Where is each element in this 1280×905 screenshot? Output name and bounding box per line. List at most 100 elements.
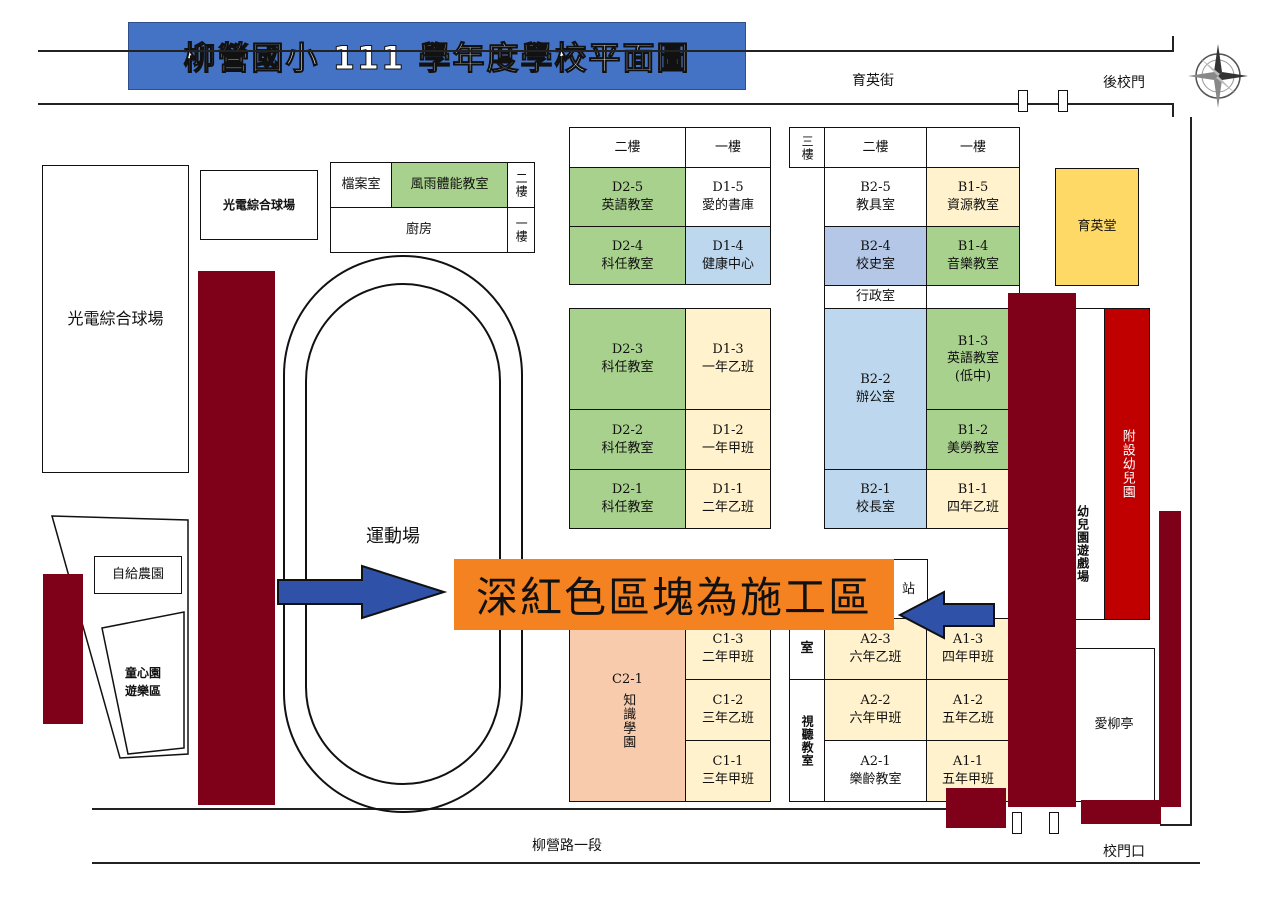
kitchen-label: 廚房 xyxy=(405,222,432,238)
room-name: 愛的書庫 xyxy=(701,198,754,213)
construction-zone-right-tall xyxy=(1008,293,1076,807)
room-code: B2-4 xyxy=(860,239,891,255)
b-wing-floor1-header: 一樓 xyxy=(926,127,1020,168)
room-code: D2-5 xyxy=(611,180,644,196)
room-name: 教具室 xyxy=(855,198,895,213)
room-d1-3: D1-3 一年乙班 xyxy=(685,308,771,410)
room-b1-4: B1-4 音樂教室 xyxy=(926,226,1020,286)
room-a2-2: A2-2 六年甲班 xyxy=(824,679,927,741)
room-name: 五年乙班 xyxy=(941,711,994,726)
top-road-edge xyxy=(1172,36,1174,52)
room-a1-2: A1-2 五年乙班 xyxy=(926,679,1010,741)
room-c2-1: C2-1 知識學園 xyxy=(569,618,686,802)
room-name: 三年甲班 xyxy=(701,772,754,787)
d-wing-floor1-header: 一樓 xyxy=(685,127,771,168)
small-building-floor2: 二樓 xyxy=(507,162,535,208)
room-name: 辦公室 xyxy=(855,390,895,405)
room-d2-4: D2-4 科任教室 xyxy=(569,226,686,285)
admin-room-right xyxy=(926,285,1020,309)
back-gate-post-left xyxy=(1018,90,1028,112)
room-code: D1-2 xyxy=(712,422,744,438)
room-d2-5: D2-5 英語教室 xyxy=(569,167,686,227)
bottom-road-label: 柳營路一段 xyxy=(532,838,602,854)
room-b1-3: B1-3 英語教室 (低中) xyxy=(926,308,1020,410)
room-d1-4: D1-4 健康中心 xyxy=(685,226,771,285)
small-building-floor1: 一樓 xyxy=(507,207,535,253)
room-c1-1: C1-1 三年甲班 xyxy=(685,740,771,802)
yuying-hall: 育英堂 xyxy=(1055,168,1139,286)
bottom-road-upper-right xyxy=(1160,824,1192,826)
admin-room: 行政室 xyxy=(824,285,927,309)
admin-label: 行政室 xyxy=(855,289,895,305)
main-gate-post-left xyxy=(1012,812,1022,834)
d-wing-floor2-header: 二樓 xyxy=(569,127,686,168)
top-road-upper xyxy=(38,50,1172,52)
playground-label-2: 遊樂區 xyxy=(124,684,161,698)
construction-zone-bottom-a xyxy=(946,788,1006,828)
room-b1-2: B1-2 美勞教室 xyxy=(926,409,1020,470)
room-name: 四年甲班 xyxy=(941,650,994,665)
room-code: D2-3 xyxy=(611,342,644,358)
ailiu-pavilion: 愛柳亭 xyxy=(1073,648,1155,802)
room-name: 知識學園 xyxy=(620,692,636,749)
room-code: D1-1 xyxy=(712,482,744,498)
room-name: 音樂教室 xyxy=(946,257,999,272)
room-name: 科任教室 xyxy=(601,256,654,272)
main-gate-post-right xyxy=(1049,812,1059,834)
archive-label: 檔案室 xyxy=(341,177,381,193)
room-code: A1-3 xyxy=(952,632,984,648)
room-c1-2: C1-2 三年乙班 xyxy=(685,679,771,741)
playground-label-group: 童心園 遊樂區 xyxy=(118,664,168,700)
room-name: 五年甲班 xyxy=(941,772,994,787)
room-b1-5: B1-5 資源教室 xyxy=(926,167,1020,227)
b-floor3-label: 三樓 xyxy=(800,134,815,161)
room-name: 科任教室 xyxy=(601,500,654,515)
room-code: B1-5 xyxy=(957,180,989,196)
optoelectronic-court-small: 光電綜合球場 xyxy=(200,170,318,240)
fitness-room: 風雨體能教室 xyxy=(391,162,508,208)
optoelectronic-court-large: 光電綜合球場 xyxy=(42,165,189,473)
yuying-hall-label: 育英堂 xyxy=(1077,219,1117,235)
construction-notice-text: 深紅色區塊為施工區 xyxy=(475,573,872,622)
room-code: B2-1 xyxy=(860,482,891,498)
room-name: 英語教室 xyxy=(946,351,999,367)
farm-label: 自給農園 xyxy=(111,567,164,583)
room-d1-2: D1-2 一年甲班 xyxy=(685,409,771,470)
back-gate-post-right xyxy=(1058,90,1068,112)
room-code: A2-2 xyxy=(860,693,891,709)
room-code: C1-1 xyxy=(712,754,744,770)
top-road-lower xyxy=(38,103,1172,105)
room-name: 資源教室 xyxy=(946,198,999,213)
kitchen: 廚房 xyxy=(330,207,508,253)
kg-playground-label: 幼兒園遊戲場 xyxy=(1075,505,1090,583)
room-code: A2-3 xyxy=(860,632,891,648)
room-code: A1-1 xyxy=(952,754,984,770)
room-name: 校長室 xyxy=(855,500,895,515)
room-code: D2-2 xyxy=(611,422,644,438)
main-gate-label: 校門口 xyxy=(1103,844,1145,860)
room-d1-5: D1-5 愛的書庫 xyxy=(685,167,771,227)
room-name: 四年乙班 xyxy=(946,500,999,515)
room-code: D2-1 xyxy=(611,482,644,498)
room-name: 六年甲班 xyxy=(849,711,902,726)
room-note: (低中) xyxy=(954,368,992,384)
room-name: 一年甲班 xyxy=(701,440,754,456)
playground-label-1: 童心園 xyxy=(124,666,161,680)
map-title: 柳營國小 111 學年度學校平面圖 xyxy=(183,39,691,78)
compass-rose-icon xyxy=(1188,44,1248,108)
track-label: 運動場 xyxy=(366,526,420,547)
arrow-right-icon xyxy=(277,564,448,620)
small-floor2-label: 二樓 xyxy=(514,172,529,198)
room-name: 健康中心 xyxy=(701,256,754,272)
room-fragment: 室 xyxy=(800,641,814,657)
room-code: B2-5 xyxy=(860,180,891,196)
room-code: B1-2 xyxy=(957,422,989,438)
running-track-outer xyxy=(283,255,523,813)
construction-zone-left xyxy=(198,271,275,805)
farm-plot: 自給農園 xyxy=(94,556,182,594)
room-name: 美勞教室 xyxy=(946,440,999,456)
b-wing-floor2-header: 二樓 xyxy=(824,127,927,168)
construction-zone-right-edge xyxy=(1159,511,1181,807)
d-floor1-label: 一樓 xyxy=(714,139,741,155)
archive-room: 檔案室 xyxy=(330,162,392,208)
